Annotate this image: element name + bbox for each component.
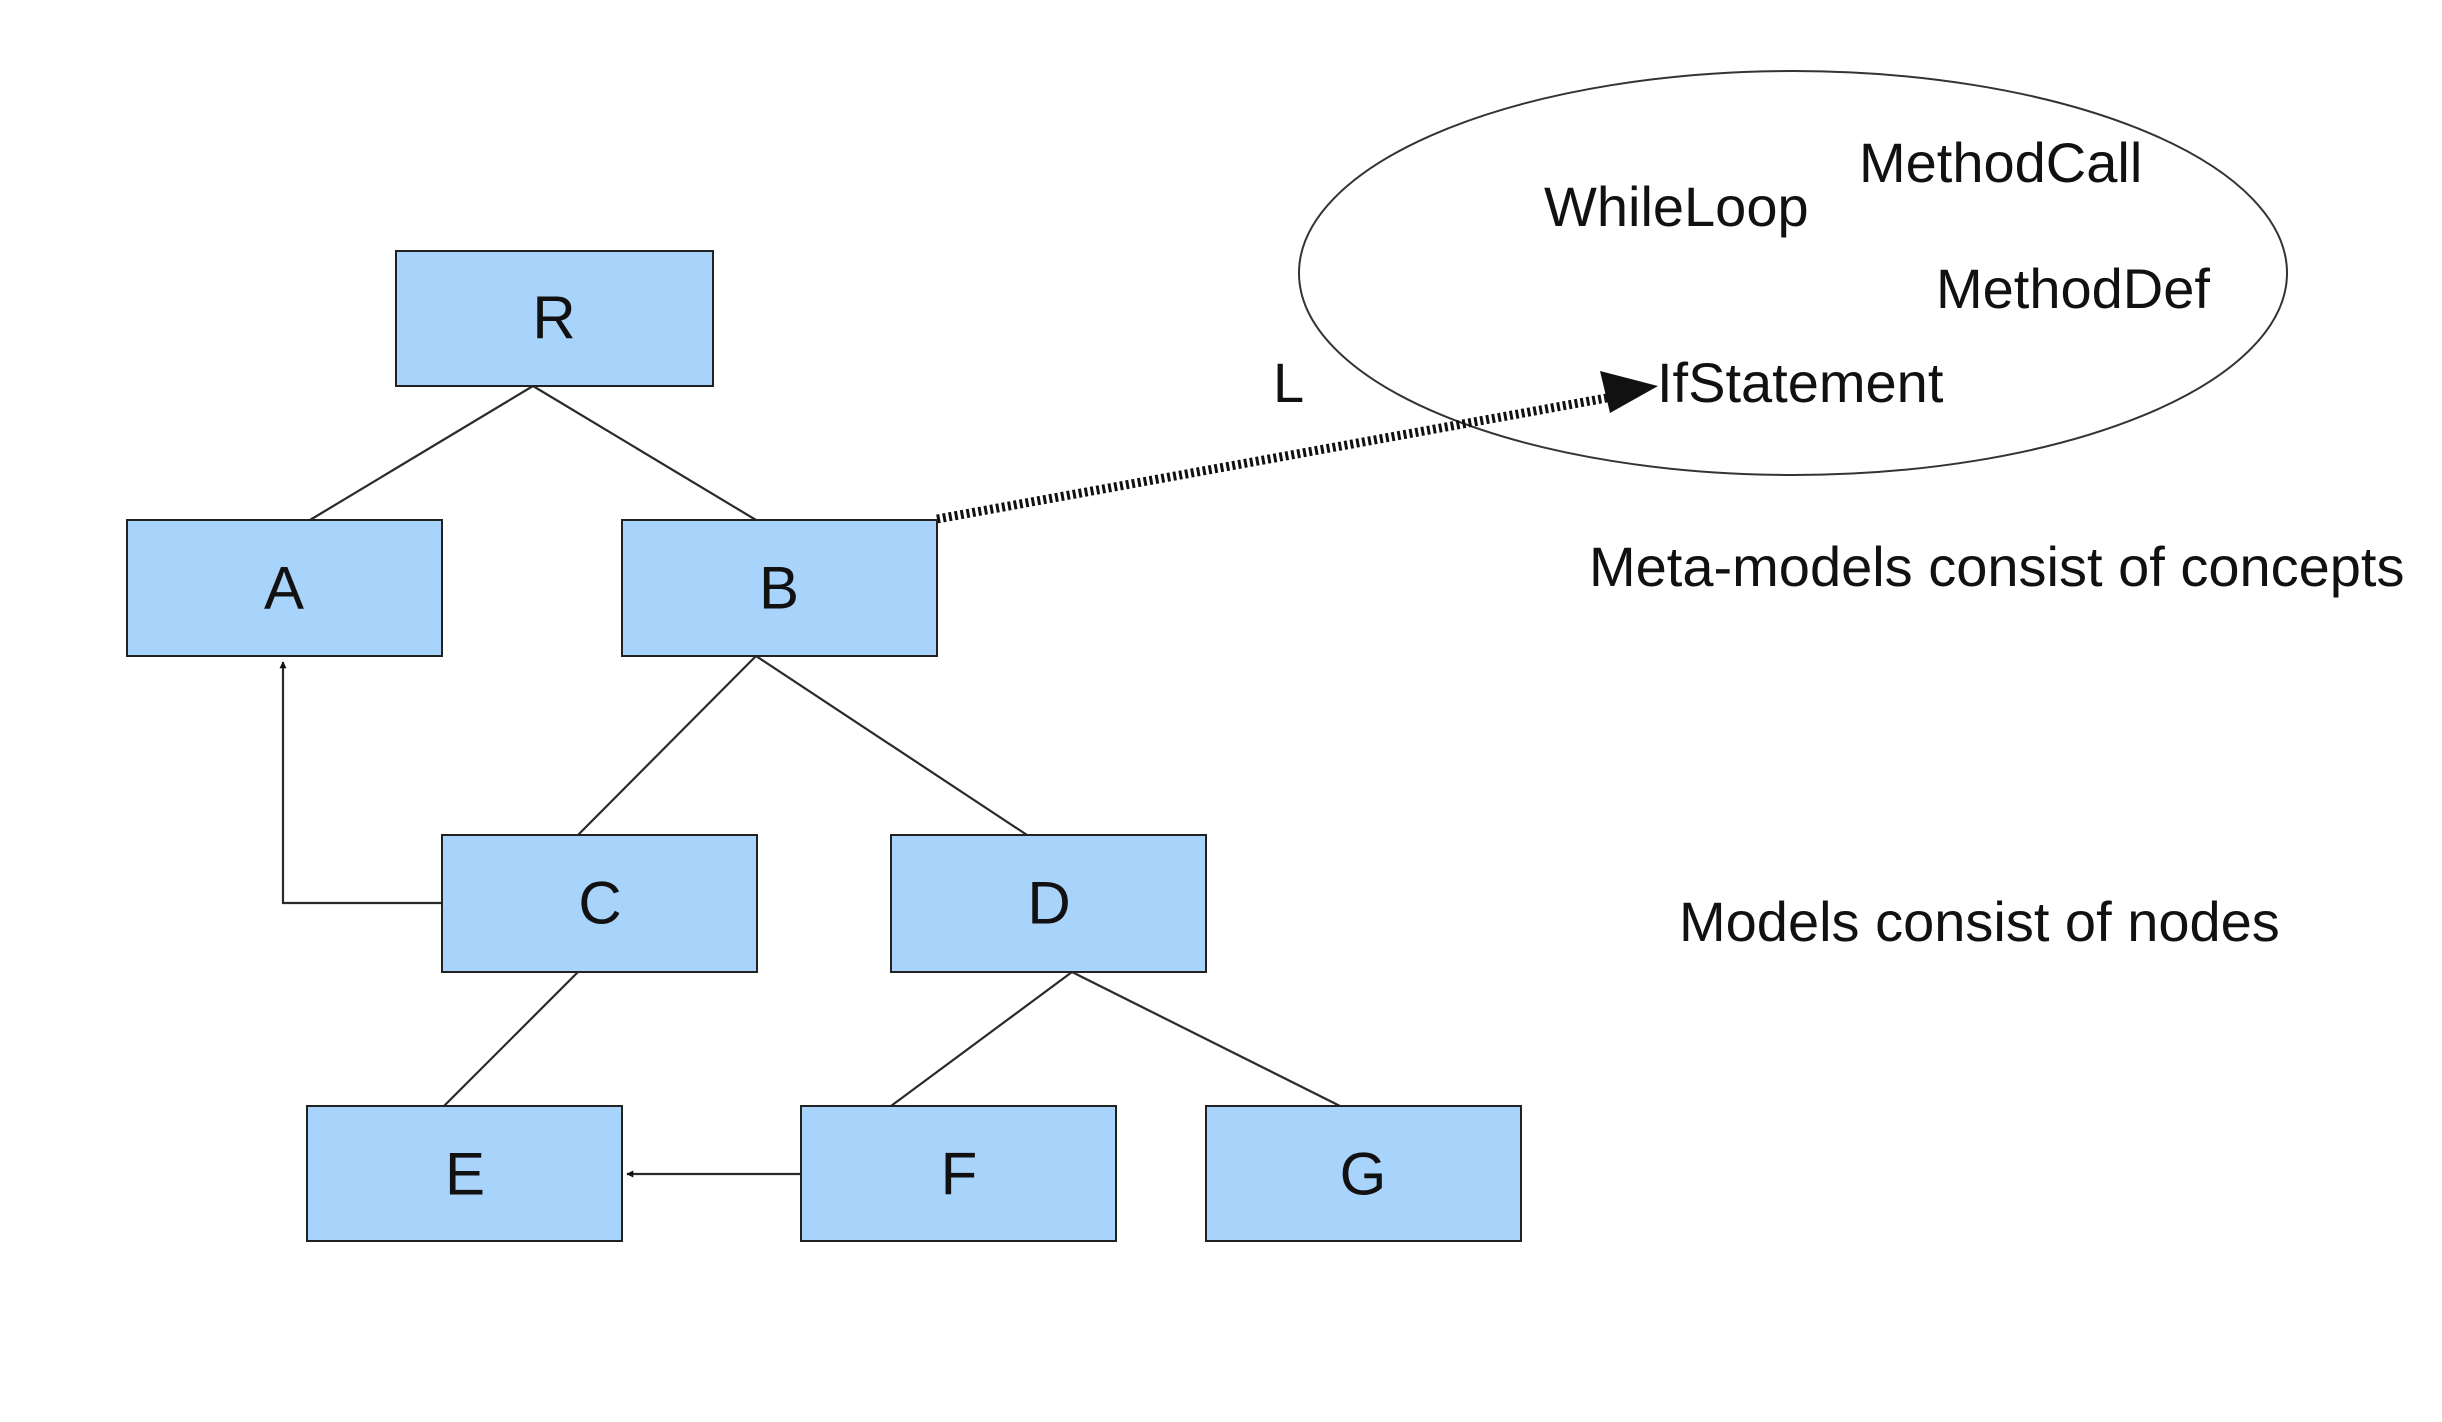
link-L: L (936, 351, 1658, 524)
node-G: G (1205, 1105, 1522, 1242)
link-L-line (936, 392, 1613, 524)
concept-methodcall: MethodCall (1859, 131, 2142, 194)
node-E: E (306, 1105, 623, 1242)
edge-D-F (890, 971, 1073, 1107)
node-F: F (800, 1105, 1117, 1242)
node-C-label: C (578, 870, 621, 937)
reference-arrow-C-A (279, 661, 442, 905)
caption-metamodels: Meta-models consist of concepts (1589, 535, 2404, 598)
link-label: L (1273, 351, 1304, 414)
node-E-label: E (445, 1141, 485, 1208)
edge-C-E (443, 971, 579, 1107)
node-R-label: R (532, 285, 575, 352)
edge-B-C (577, 655, 757, 836)
metamodel-ellipse (1298, 70, 2288, 476)
edge-R-B (532, 385, 757, 521)
node-A: A (126, 519, 443, 657)
node-D: D (890, 834, 1207, 973)
caption-models: Models consist of nodes (1679, 890, 2280, 953)
edge-B-D (755, 655, 1028, 836)
node-G-label: G (1340, 1141, 1387, 1208)
tree-edges (309, 385, 1341, 1107)
node-C: C (441, 834, 758, 973)
node-R: R (395, 250, 714, 387)
node-B: B (621, 519, 938, 657)
node-F-label: F (941, 1141, 978, 1208)
reference-edges (279, 661, 801, 1178)
edge-R-A (309, 385, 534, 521)
concept-methoddef: MethodDef (1936, 257, 2210, 320)
concept-ifstatement: IfStatement (1657, 351, 1944, 414)
link-L-arrowhead (1600, 371, 1658, 413)
metamodel-concepts: WhileLoop MethodCall MethodDef IfStateme… (1544, 131, 2210, 414)
concept-whileloop: WhileLoop (1544, 175, 1809, 238)
edge-D-G (1071, 971, 1341, 1107)
node-D-label: D (1027, 870, 1070, 937)
node-B-label: B (759, 555, 799, 622)
node-A-label: A (264, 555, 304, 622)
